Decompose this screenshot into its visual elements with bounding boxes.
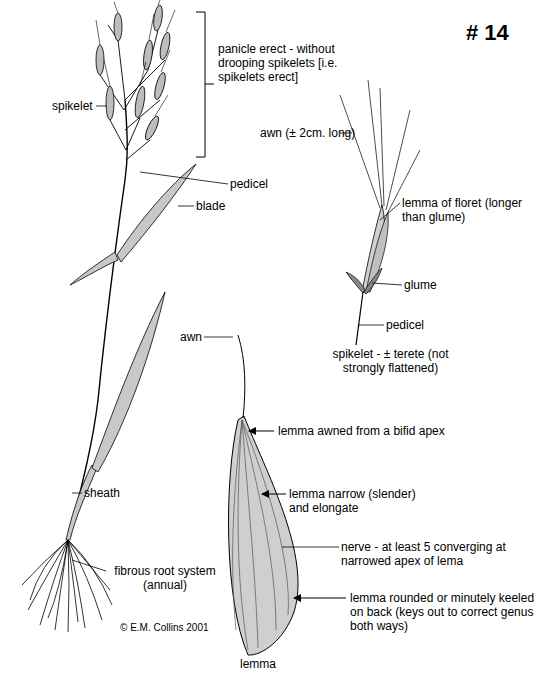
lemma-detail xyxy=(229,416,299,655)
copyright-note: © E.M. Collins 2001 xyxy=(120,621,260,635)
feature-note: lemma narrow (slender) and elongate xyxy=(289,487,429,515)
stem xyxy=(68,100,127,540)
leaf-blade xyxy=(70,252,118,285)
lemma-floret xyxy=(366,212,388,292)
lemma-nerves xyxy=(233,420,289,650)
part-label: sheath xyxy=(84,486,144,500)
part-label: glume xyxy=(404,278,464,292)
sheath xyxy=(66,465,96,540)
root-system xyxy=(22,540,112,632)
leaf-blade xyxy=(117,164,196,262)
part-label: blade xyxy=(196,199,256,213)
part-label: pedicel xyxy=(230,177,290,191)
part-label: spikelet xyxy=(52,99,112,113)
part-label: lemma xyxy=(240,657,300,671)
panicle-note: panicle erect - without drooping spikele… xyxy=(218,42,353,84)
part-label: lemma of floret (longer than glume) xyxy=(402,196,532,224)
leaf-blade xyxy=(92,292,165,472)
feature-note: lemma awned from a bifid apex xyxy=(278,424,478,438)
part-label: awn (± 2cm. long) xyxy=(260,126,350,140)
part-label: spikelet - ± terete (not strongly flatte… xyxy=(318,347,463,375)
part-label: awn xyxy=(180,330,210,344)
spikelet-awns xyxy=(96,0,175,116)
part-label: pedicel xyxy=(386,318,446,332)
figure-number: # 14 xyxy=(466,20,509,46)
spikelets xyxy=(96,5,172,142)
pedicel xyxy=(356,292,363,345)
glume xyxy=(346,268,382,294)
bracket xyxy=(196,12,214,157)
awns xyxy=(340,80,420,212)
part-label: fibrous root system (annual) xyxy=(105,564,225,592)
feature-note: nerve - at least 5 converging at narrowe… xyxy=(341,540,521,568)
feature-note: lemma rounded or minutely keeled on back… xyxy=(350,591,542,633)
awn xyxy=(238,335,245,418)
